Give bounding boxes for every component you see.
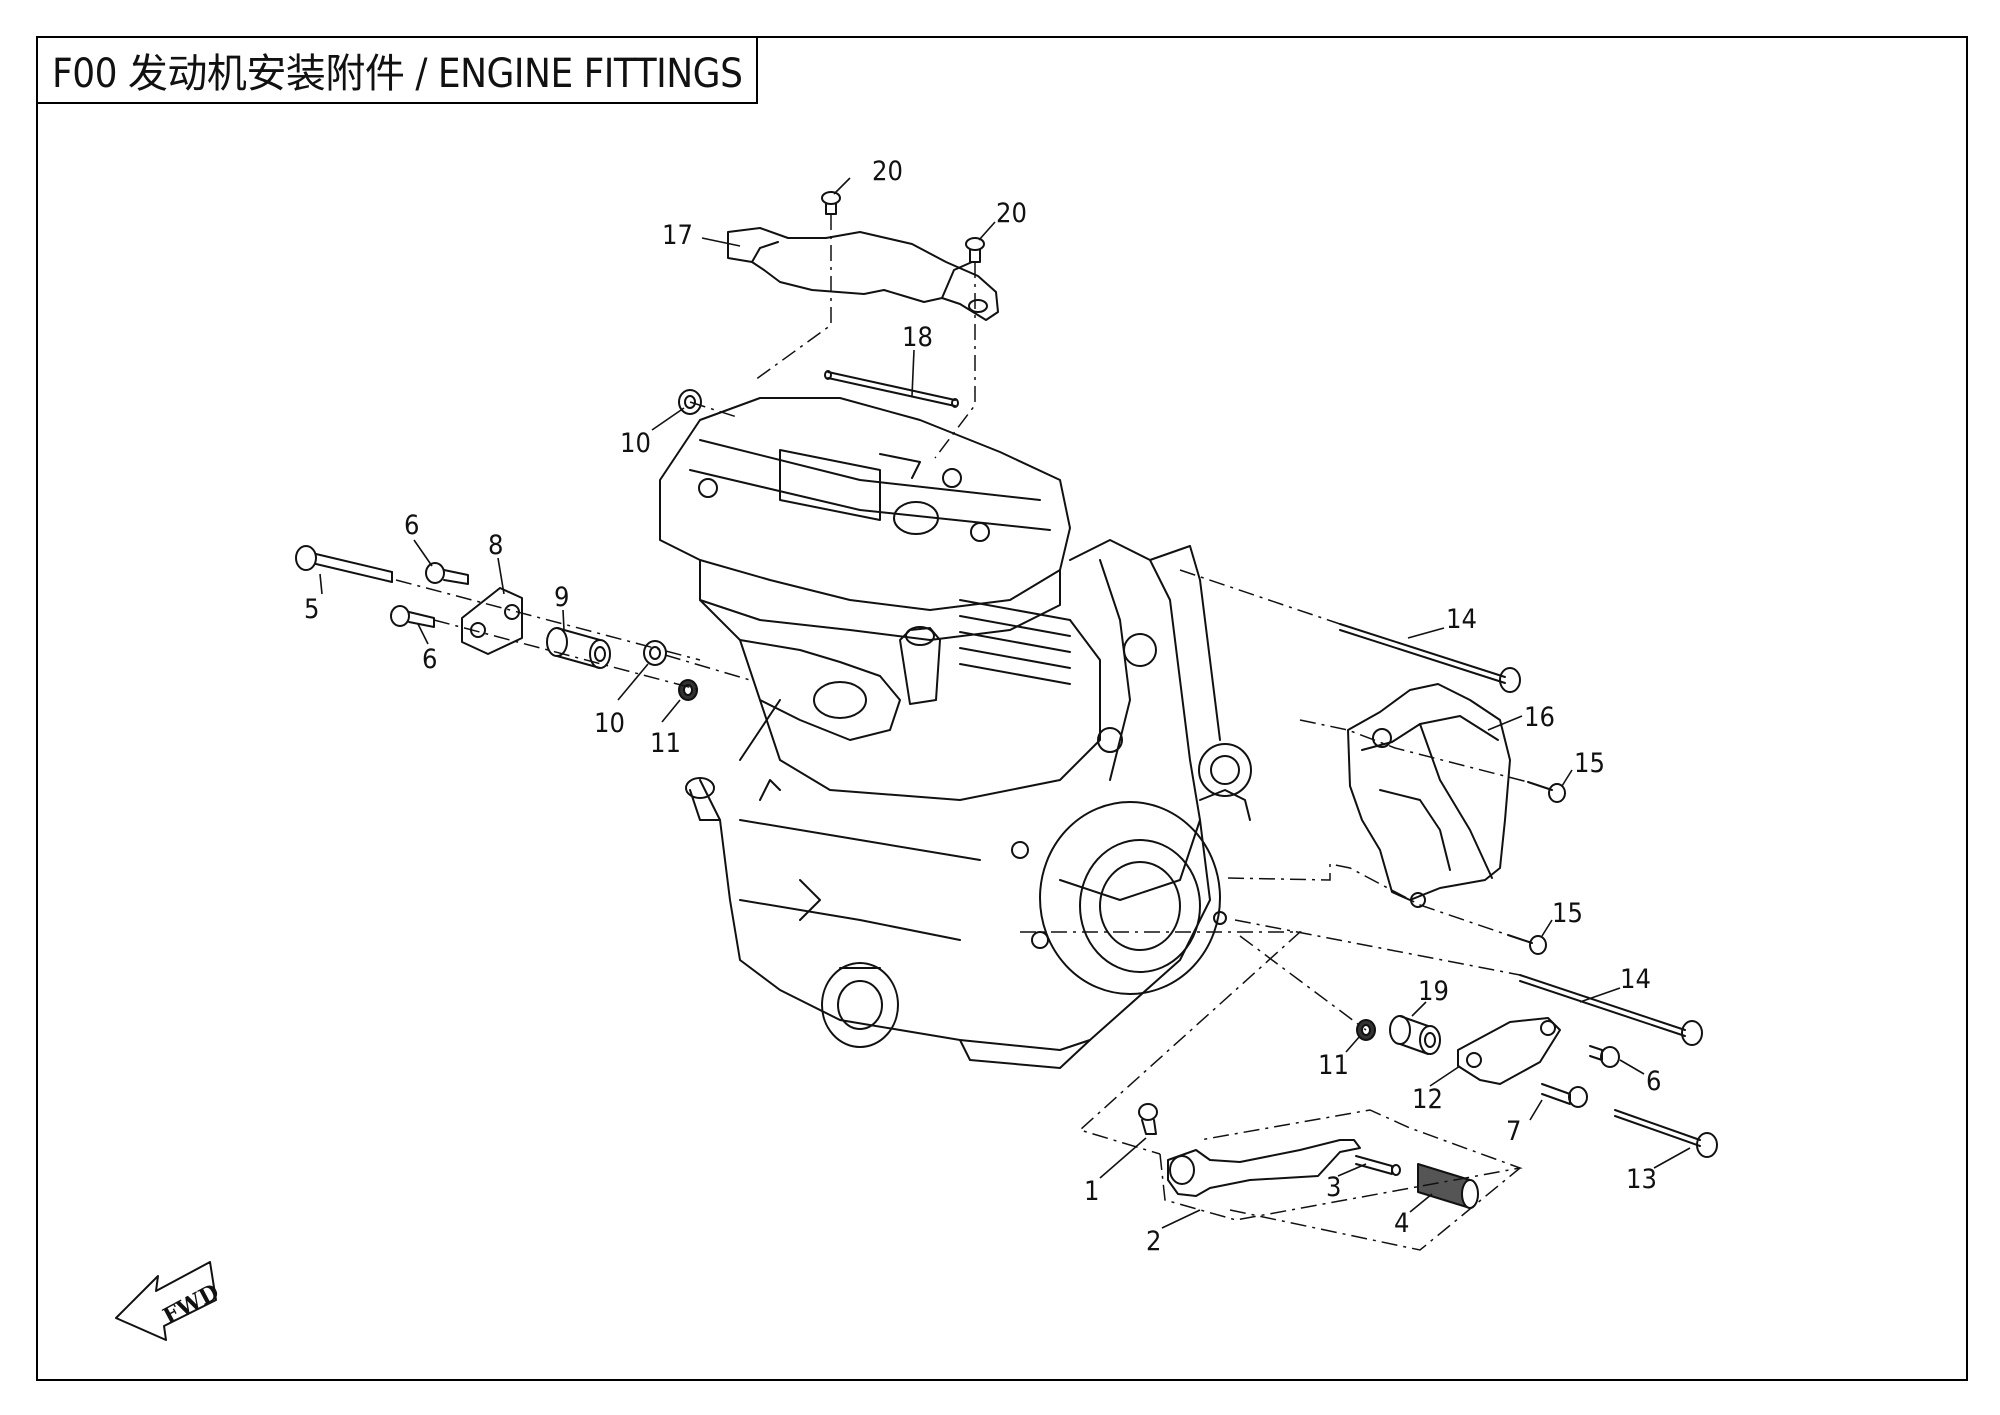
callout-7: 7 <box>1506 1116 1521 1147</box>
callout-16: 16 <box>1524 702 1555 733</box>
part-4-rubber-grip <box>1417 1163 1479 1209</box>
callout-13: 13 <box>1626 1164 1657 1195</box>
callout-20b: 20 <box>996 198 1027 229</box>
engine-assembly <box>659 397 1252 1069</box>
callout-4: 4 <box>1394 1208 1409 1239</box>
callout-20a: 20 <box>872 156 903 187</box>
part-18-rod <box>824 370 959 408</box>
leader-lines <box>319 177 1691 1229</box>
part-20-bolt-b <box>965 237 985 263</box>
callout-labels: 20 20 17 18 10 6 8 5 6 9 10 11 14 16 15 … <box>304 156 1661 1257</box>
callout-6c: 6 <box>1646 1066 1661 1097</box>
part-1-bolt <box>1138 1103 1158 1135</box>
callout-14a: 14 <box>1446 604 1477 635</box>
callout-6a: 6 <box>404 510 419 541</box>
part-10-nut-upper <box>678 389 702 415</box>
part-16-sprocket-cover <box>1347 683 1511 908</box>
part-17-heat-shield <box>727 227 999 321</box>
part-19-sleeve <box>1389 1015 1441 1055</box>
part-20-bolt-a <box>821 191 841 215</box>
callout-11a: 11 <box>650 728 681 759</box>
callout-15b: 15 <box>1552 898 1583 929</box>
callout-14b: 14 <box>1620 964 1651 995</box>
part-14-bolt-upper <box>1339 623 1521 693</box>
callout-6b: 6 <box>422 644 437 675</box>
part-8-bracket <box>461 587 523 655</box>
fwd-arrow-icon: FWD <box>115 1261 223 1341</box>
reference-lines <box>395 214 1529 1251</box>
title-box: F00 发动机安装附件 / ENGINE FITTINGS <box>36 36 759 104</box>
drawing-frame <box>36 36 1968 1381</box>
part-5-through-bolt <box>295 545 393 583</box>
part-12-bracket <box>1457 1017 1561 1085</box>
callout-11b: 11 <box>1318 1050 1349 1081</box>
part-3-pin <box>1355 1155 1401 1176</box>
callout-3: 3 <box>1326 1172 1341 1203</box>
callout-1: 1 <box>1084 1176 1099 1207</box>
part-9-sleeve <box>546 627 611 669</box>
part-2-shift-lever <box>1167 1139 1361 1197</box>
part-11-nut-left <box>678 679 698 701</box>
part-10-nut-lower <box>643 640 667 666</box>
part-14-bolt-lower <box>1519 974 1703 1046</box>
callout-17: 17 <box>662 220 693 251</box>
part-6-bolt-lower <box>390 605 435 628</box>
callout-10a: 10 <box>620 428 651 459</box>
part-7-bolt <box>1541 1083 1588 1108</box>
callout-19: 19 <box>1418 976 1449 1007</box>
callout-18: 18 <box>902 322 933 353</box>
callout-8: 8 <box>488 530 503 561</box>
callout-9: 9 <box>554 582 569 613</box>
callout-5: 5 <box>304 594 319 625</box>
callout-15a: 15 <box>1574 748 1605 779</box>
callout-2: 2 <box>1146 1226 1161 1257</box>
page-title: F00 发动机安装附件 / ENGINE FITTINGS <box>52 51 743 97</box>
part-13-bolt <box>1614 1109 1718 1158</box>
part-15-bolt-upper <box>1527 781 1566 803</box>
part-6-bolt-right <box>1589 1045 1620 1068</box>
part-6-bolt-upper <box>425 562 469 585</box>
part-15-bolt-lower <box>1507 934 1547 955</box>
callout-12: 12 <box>1412 1084 1443 1115</box>
callout-10b: 10 <box>594 708 625 739</box>
